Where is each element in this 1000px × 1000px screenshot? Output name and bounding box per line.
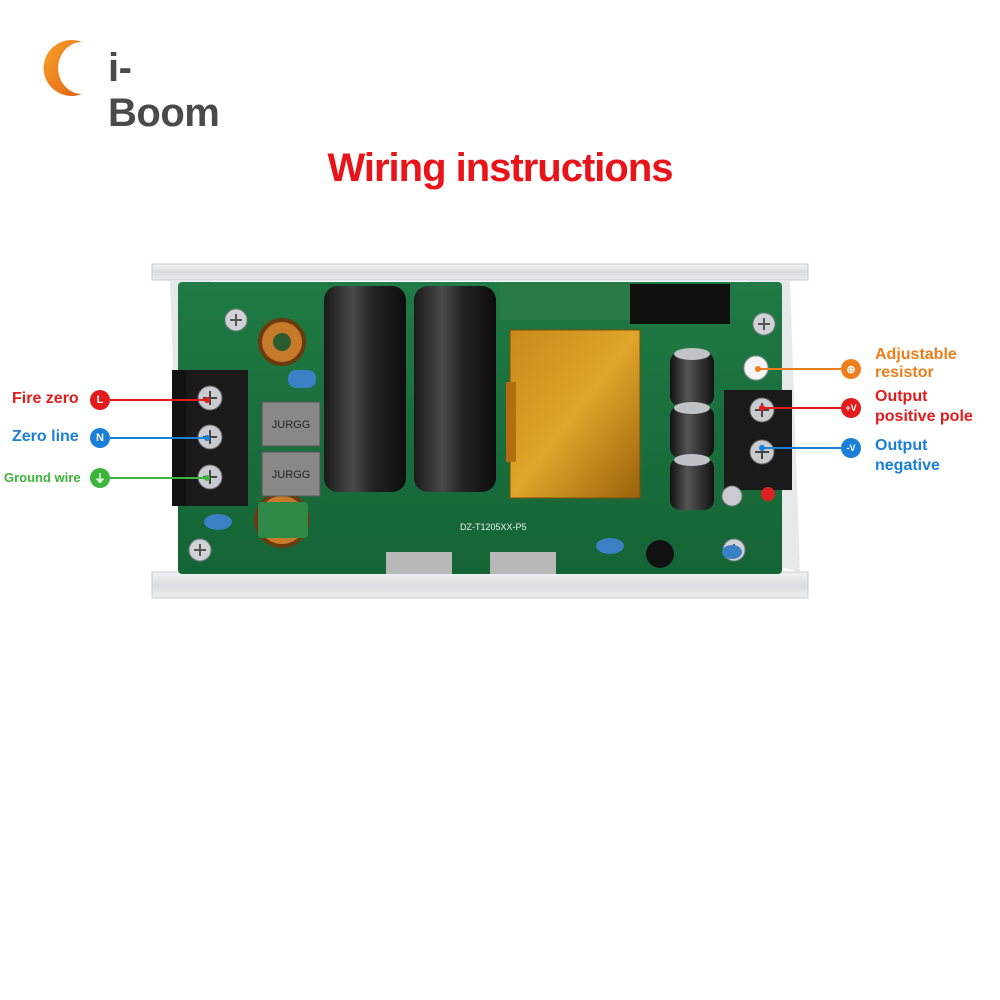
board-model-label: DZ-T1205XX-P5 [460, 522, 527, 532]
label-output-positive-line1: Output [875, 388, 928, 405]
label-ground-wire: Ground wire [4, 470, 81, 485]
label-output-positive: Output positive pole [875, 387, 973, 427]
neutral-badge: N [90, 428, 110, 448]
label-adjustable-line1: Adjustable [875, 346, 957, 363]
live-badge: L [90, 390, 110, 410]
crescent-logo-icon [43, 40, 82, 96]
brand-logo: i-Boom [40, 34, 240, 135]
label-zero-line: Zero line [12, 428, 79, 445]
label-fire-zero: Fire zero [12, 390, 79, 407]
positive-badge: +V [841, 398, 861, 418]
label-output-positive-line2: positive pole [875, 408, 973, 425]
choke-label-1: JURGG [272, 419, 311, 431]
label-adjustable-resistor: Adjustable resistor [875, 346, 957, 382]
label-adjustable-line2: resistor [875, 364, 934, 381]
ground-icon: ⏚ [90, 468, 110, 488]
page-title: Wiring instructions [327, 146, 673, 190]
label-output-negative-line1: Output [875, 437, 928, 454]
label-output-negative: Output negative [875, 436, 940, 476]
power-supply-board-image: JURGG JURGG DZ-T1205XX-P5 [151, 263, 809, 599]
label-output-negative-line2: negative [875, 457, 940, 474]
brand-name: i-Boom [108, 46, 220, 135]
negative-badge: -V [841, 438, 861, 458]
choke-label-2: JURGG [272, 469, 311, 481]
adjust-icon: ⊕ [841, 359, 861, 379]
